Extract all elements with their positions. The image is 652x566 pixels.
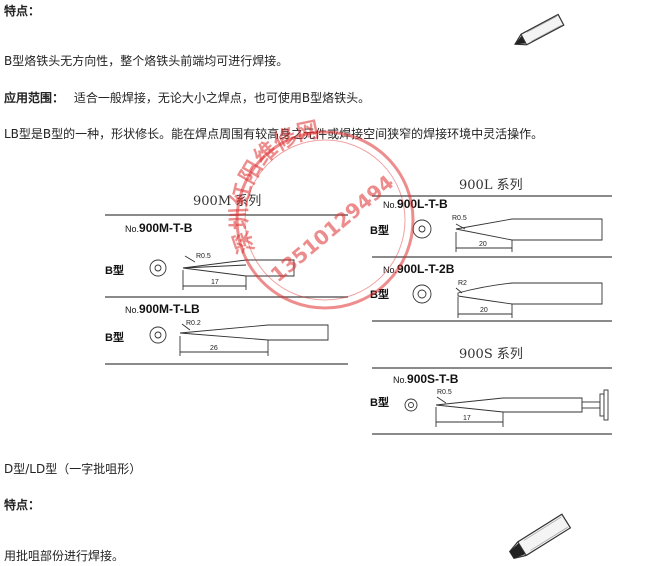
radius-label: R2 — [458, 280, 467, 287]
radius-label: R0.5 — [437, 389, 452, 396]
b-type-label: B型 — [105, 265, 124, 277]
model-900l-t-b: No.900L-T-B — [383, 197, 448, 211]
b-type-label: B型 — [370, 289, 389, 301]
radius-label: R0.2 — [186, 320, 201, 327]
application-label: 应用范围： — [4, 91, 65, 105]
length-label: 20 — [479, 241, 487, 248]
application-text: 适合一般焊接，无论大小之焊点，也可使用B型烙铁头。 — [73, 91, 371, 105]
tip-900m-t-b-drawing — [149, 255, 295, 290]
length-label: 26 — [210, 345, 218, 352]
length-label: 17 — [211, 279, 219, 286]
tip-900s-t-b-drawing — [404, 389, 609, 427]
radius-label: R0.5 — [196, 253, 211, 260]
d-type-description: 用批咀部份进行焊接。 — [4, 549, 125, 563]
application-line: 应用范围： 适合一般焊接，无论大小之焊点，也可使用B型烙铁头。 — [4, 89, 370, 106]
features-heading: 特点： — [4, 4, 41, 18]
model-900m-t-lb: No.900M-T-LB — [125, 302, 200, 316]
model-900s-t-b: No.900S-T-B — [393, 372, 459, 386]
b-type-label: B型 — [105, 332, 124, 344]
series-900l-title: 900L 系列 — [459, 178, 523, 193]
tip-900m-t-lb-drawing — [149, 323, 329, 356]
b-type-description: B型烙铁头无方向性，整个烙铁头前端均可进行焊接。 — [4, 54, 289, 68]
length-label: 17 — [463, 415, 471, 422]
chisel-tip-icon — [509, 513, 572, 560]
tip-900l-t-b-drawing — [412, 218, 603, 252]
model-900m-t-b: No.900M-T-B — [125, 221, 193, 235]
series-900s-title: 900S 系列 — [459, 347, 523, 362]
pencil-tip-icon — [514, 13, 565, 46]
tip-900l-t-2b-drawing — [412, 282, 603, 318]
d-type-heading: D型/LD型（一字批咀形） — [4, 462, 142, 476]
b-type-label: B型 — [370, 225, 389, 237]
model-900l-t-2b: No.900L-T-2B — [383, 262, 455, 276]
features-heading: 特点： — [4, 498, 41, 512]
radius-label: R0.5 — [452, 215, 467, 222]
length-label: 20 — [480, 307, 488, 314]
b-type-label: B型 — [370, 397, 389, 409]
